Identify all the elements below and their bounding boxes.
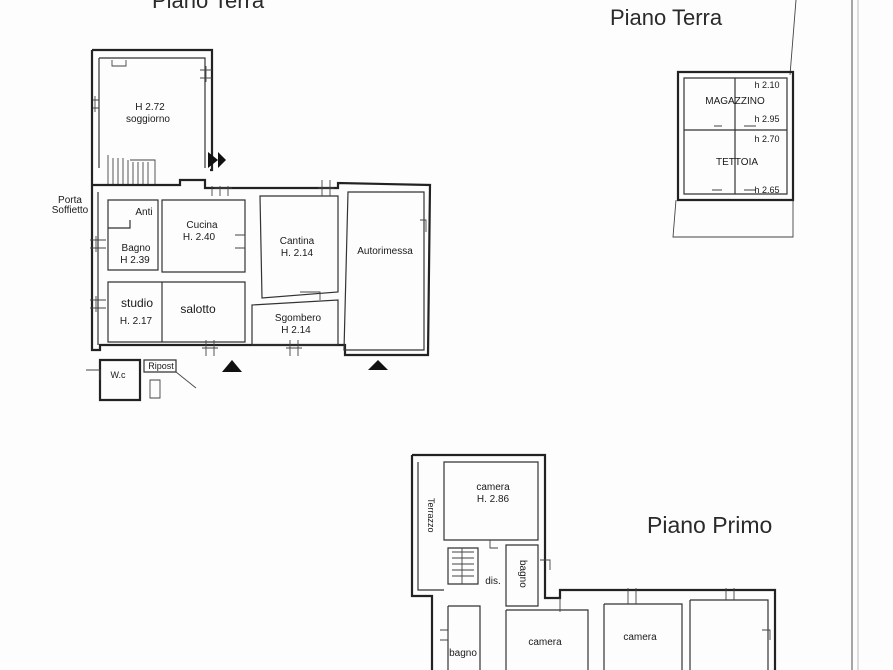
wall (98, 358, 142, 402)
wc-label: W.c (110, 370, 126, 380)
magazzino-label: MAGAZZINO (705, 96, 765, 107)
porta-soffietto-label: Porta Soffietto (51, 195, 89, 216)
soggiorno-label: soggiorno (126, 114, 170, 125)
window-mark (200, 66, 212, 82)
wall (412, 453, 777, 670)
first-floor-title: Piano Primo (647, 512, 773, 538)
window-mark (318, 180, 334, 196)
wall-detail (86, 369, 197, 389)
wall-detail (440, 629, 771, 641)
wall (259, 195, 339, 299)
wall (447, 547, 479, 585)
wall (107, 199, 159, 271)
wall-detail (111, 60, 127, 67)
staircase (452, 548, 474, 584)
wall (343, 191, 425, 351)
window-mark (90, 296, 106, 312)
bagno-label: Bagno (121, 243, 151, 254)
entrance-arrow (368, 360, 388, 370)
wall-detail (235, 234, 246, 249)
wall (417, 462, 444, 591)
wall (448, 605, 481, 670)
camera-label-1: camera (476, 482, 510, 493)
cucina-height: H. 2.40 (182, 232, 216, 243)
bagno-label-2: bagno (449, 648, 477, 659)
wall (683, 77, 788, 195)
annex-title: Piano Terra (610, 5, 723, 30)
magazzino-height-1: h 2.10 (754, 80, 780, 90)
magazzino-height-2: h 2.95 (754, 114, 780, 124)
wall-detail (420, 219, 427, 232)
wall (505, 544, 539, 607)
salotto-label: salotto (180, 302, 216, 316)
wall-detail (489, 540, 735, 612)
tettoia-label: TETTOIA (715, 157, 759, 168)
wall (90, 178, 432, 357)
camera-height-1: H. 2.86 (476, 494, 510, 505)
terrazzo-label: Terrazzo (426, 498, 436, 533)
wall (92, 48, 214, 172)
window-mark (211, 186, 232, 196)
wall (506, 609, 589, 670)
wall (676, 70, 795, 202)
sgombero-label: Sgombero (274, 313, 322, 324)
wall (108, 220, 131, 229)
sgombero-height: H 2.14 (281, 325, 311, 336)
anti-label: Anti (135, 207, 153, 218)
cantina-height: H. 2.14 (280, 248, 314, 259)
camera-label-3: camera (623, 632, 657, 643)
staircase (107, 155, 156, 186)
soggiorno-height: H 2.72 (135, 102, 165, 113)
first-floor-plan (410, 453, 777, 670)
camera-label-2: camera (528, 637, 562, 648)
wall (443, 461, 539, 541)
wall (98, 57, 206, 168)
window-mark (286, 340, 302, 356)
window-mark (90, 236, 106, 252)
annex-outline (672, 0, 797, 238)
wall (410, 455, 434, 670)
wall (689, 599, 769, 670)
window-mark (93, 96, 99, 112)
ground-floor-plan (86, 48, 432, 402)
tettoia-height-2: h 2.65 (754, 185, 780, 195)
cantina-label: Cantina (279, 236, 315, 247)
tettoia-height-1: h 2.70 (754, 134, 780, 144)
wall-detail (712, 125, 756, 191)
entrance-arrow (222, 360, 242, 372)
wall (603, 603, 683, 670)
ripostiglio-label: Ripost (148, 361, 174, 371)
ground-floor-title: Piano Terra (152, 0, 265, 13)
disimpegno-label: dis. (485, 576, 501, 587)
autorimessa-label: Autorimessa (357, 246, 413, 257)
wall-detail (149, 379, 161, 399)
annex-plan (676, 70, 795, 202)
bagno-height: H 2.39 (120, 255, 150, 266)
studio-height: H. 2.17 (119, 316, 153, 327)
studio-label: studio (120, 296, 154, 310)
wall-detail (300, 291, 321, 300)
bagno-label-1: bagno (517, 560, 528, 588)
cucina-label: Cucina (186, 220, 218, 231)
entrance-arrow (208, 152, 226, 168)
wall (107, 281, 246, 343)
window-mark (202, 340, 218, 356)
wall (161, 199, 246, 273)
wall (251, 299, 339, 346)
